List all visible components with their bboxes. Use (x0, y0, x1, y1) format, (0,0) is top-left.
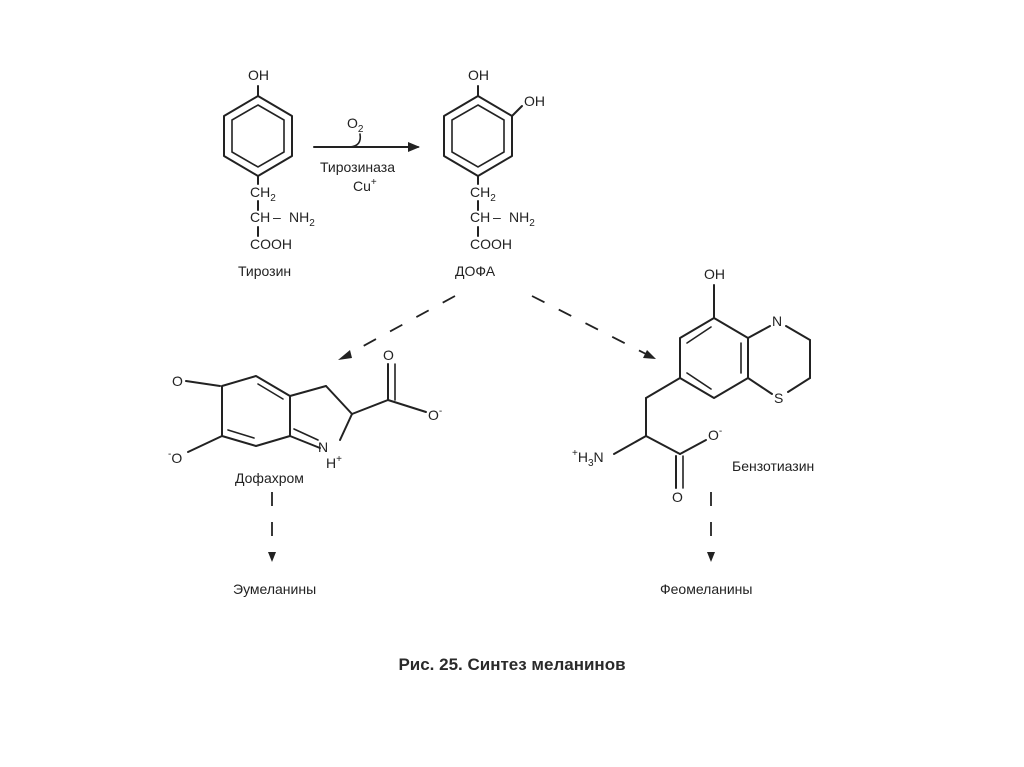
dopachrome-ring (221, 375, 291, 447)
dopachrome-cooh-o-label: O (383, 347, 394, 363)
benzothiazine-tz-5 (747, 377, 773, 395)
dopa-oh-1-label: OH (468, 67, 489, 83)
benzothiazine-name: Бензотиазин (732, 458, 814, 474)
eumelanins-label: Эумеланины (233, 581, 316, 597)
down-arrow-left (268, 492, 276, 562)
dopa-cooh-label: COOH (470, 236, 512, 252)
tyrosine-name: Тирозин (238, 263, 291, 279)
branch-left-line (344, 295, 456, 357)
tyrosine-ring (223, 95, 293, 177)
pheomelanins-label: Феомеланины (660, 581, 752, 597)
benzothiazine-s-label: S (774, 390, 783, 406)
dopachrome-ring5-4 (289, 435, 321, 449)
benzothiazine-coo-side (679, 439, 707, 455)
tyrosine-oh-label: OH (248, 67, 269, 83)
dopachrome-ominus-label: -O (168, 449, 182, 466)
dopachrome-ominus-bond (187, 435, 223, 453)
benzothiazine-double-1 (686, 326, 712, 344)
figure-caption: Рис. 25. Синтез меланинов (398, 655, 626, 674)
dopa-ring-inner (451, 104, 505, 168)
tyrosine-ch2-label: CH2 (250, 184, 276, 204)
dopachrome-double-1 (257, 383, 284, 400)
dopa-nh2-label: NH2 (509, 209, 535, 229)
branch-right-line (531, 295, 649, 356)
branch-right-head (643, 350, 656, 359)
dopachrome-co-side (387, 399, 427, 413)
tyrosine-ch-label: CH (250, 209, 270, 225)
dopachrome-h-label: H+ (326, 454, 342, 471)
tyrosine-ring-inner (231, 104, 285, 168)
benzothiazine-ring (679, 317, 749, 399)
oxygen-label: O2 (347, 115, 364, 135)
dopachrome-ring5-3 (339, 413, 353, 441)
benzothiazine-chain-4 (645, 435, 681, 455)
tyrosine-dash: – (273, 209, 281, 225)
dopachrome-structure: O -O N H+ O O- Дофахром (168, 347, 442, 486)
down-arrow-right (707, 492, 715, 562)
dopachrome-n-label: N (318, 439, 328, 455)
branch-left-head (338, 350, 352, 360)
branch-arrow-left (338, 295, 456, 360)
benzothiazine-o-label: O (672, 489, 683, 505)
dopachrome-ring5-2 (325, 385, 353, 415)
branch-arrow-right (531, 295, 656, 359)
dopachrome-o-label: O (172, 373, 183, 389)
tyrosine-nh2-label: NH2 (289, 209, 315, 229)
dopa-name: ДОФА (455, 263, 496, 279)
dopachrome-ominus-2-label: O- (428, 406, 442, 423)
benzothiazine-chain-1 (645, 377, 681, 399)
cofactor-label: Cu+ (353, 177, 377, 194)
tyrosinase-reaction-arrow: O2 Тирозиназа Cu+ (313, 115, 420, 194)
dopa-oh-2-bond (511, 105, 523, 117)
dopa-ring (443, 95, 513, 177)
dopa-ch2-label: CH2 (470, 184, 496, 204)
dopa-ch-label: CH (470, 209, 490, 225)
dopachrome-ring5-double (293, 428, 319, 441)
down-right-head (707, 552, 715, 562)
benzothiazine-oh-label: OH (704, 266, 725, 282)
benzothiazine-n-label: N (772, 313, 782, 329)
dopa-structure: OH OH CH2 CH – NH2 COOH ДОФА (443, 67, 545, 279)
enzyme-label: Тирозиназа (320, 159, 395, 175)
dopachrome-co-bond (185, 380, 221, 387)
reaction-arrowhead (408, 142, 420, 152)
dopachrome-ring5-1 (289, 385, 327, 397)
benzothiazine-chain-3 (613, 435, 647, 455)
benzothiazine-tz-2 (785, 325, 811, 341)
tyrosine-cooh-label: COOH (250, 236, 292, 252)
down-left-head (268, 552, 276, 562)
dopa-oh-2-label: OH (524, 93, 545, 109)
dopachrome-double-2 (227, 429, 255, 439)
benzothiazine-structure: OH N S +H3N O- O Бензотиазин (572, 266, 814, 505)
oxygen-curve (349, 133, 362, 148)
tyrosine-structure: OH CH2 CH – NH2 COOH Тирозин (223, 67, 315, 279)
benzothiazine-tz-1 (747, 325, 771, 339)
dopachrome-name: Дофахром (235, 470, 304, 486)
dopa-dash: – (493, 209, 501, 225)
benzothiazine-ominus-label: O- (708, 426, 722, 443)
benzothiazine-double-3 (686, 372, 712, 390)
dopachrome-cooh-bond (351, 399, 389, 415)
benzothiazine-tz-4 (787, 377, 811, 393)
benzothiazine-h3n-label: +H3N (572, 448, 604, 469)
